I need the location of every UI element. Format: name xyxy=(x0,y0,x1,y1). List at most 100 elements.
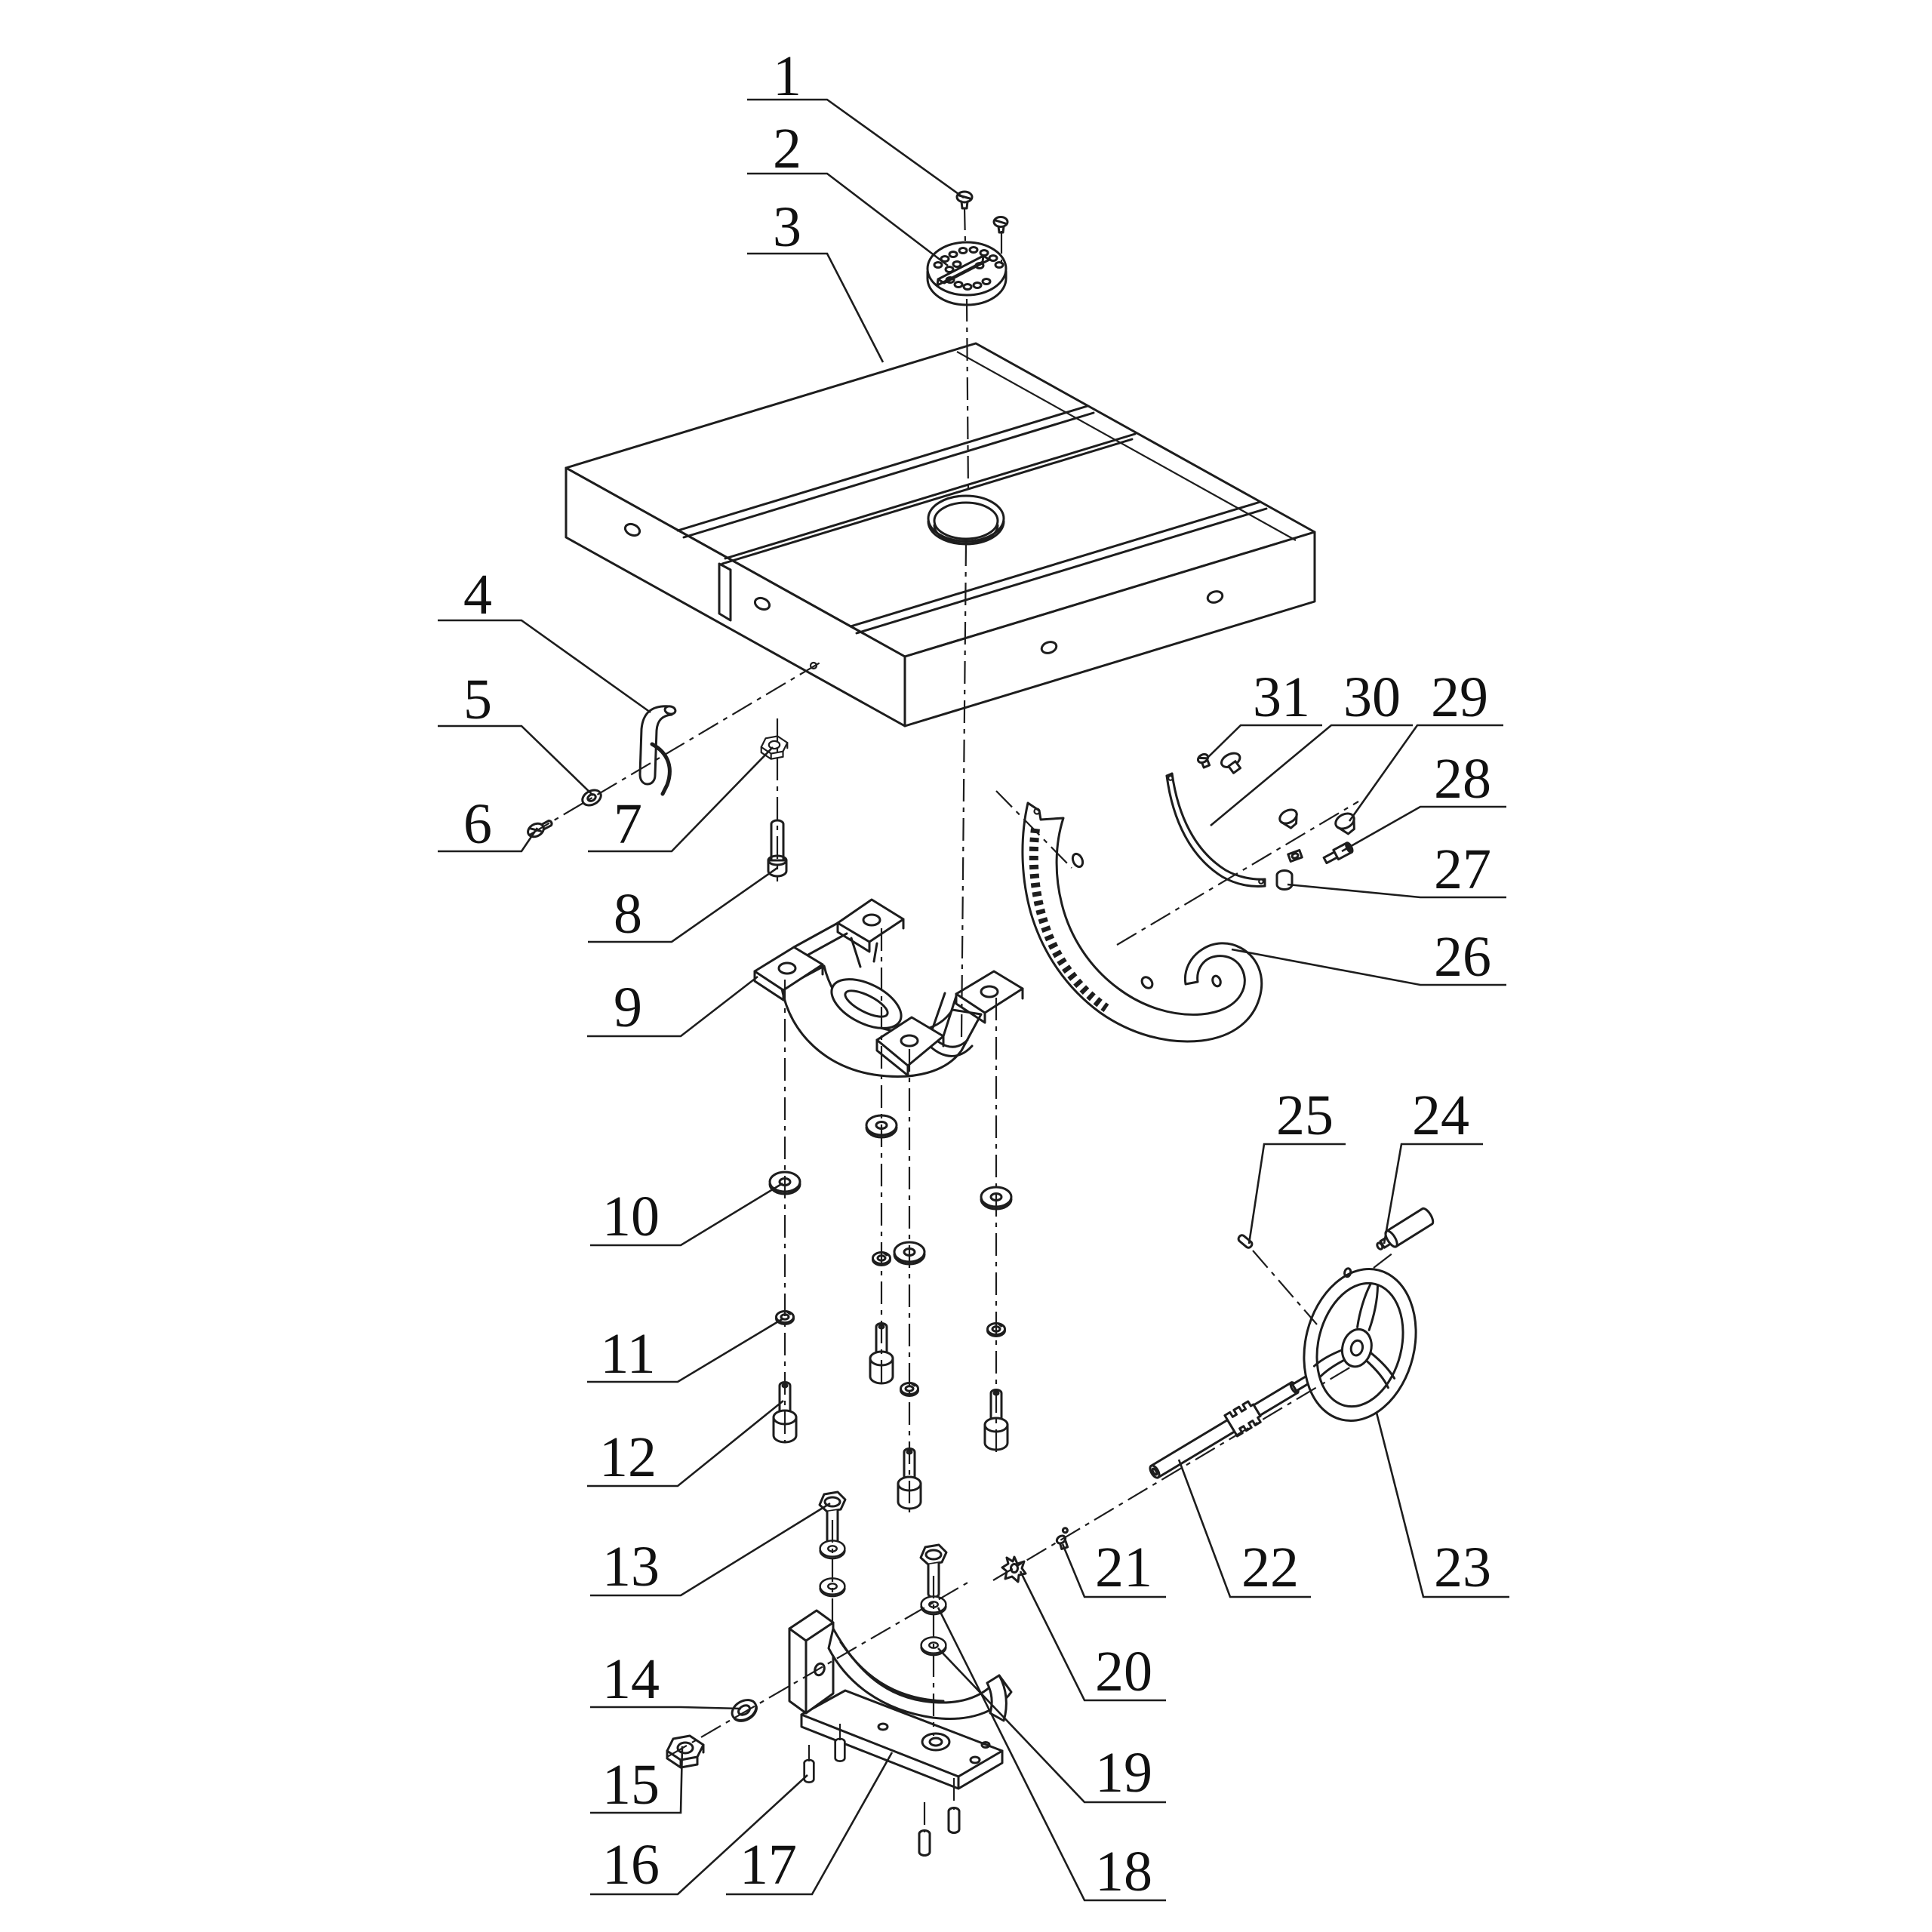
handwheel-23 xyxy=(1303,1267,1417,1422)
table-top xyxy=(565,342,1316,728)
part-label-31: 31 xyxy=(1253,666,1310,729)
bracket-pad xyxy=(753,946,824,1001)
leader-line-2 xyxy=(747,172,949,267)
edge-hole xyxy=(1040,641,1058,654)
part-label-20: 20 xyxy=(1095,1640,1152,1703)
part-label-2: 2 xyxy=(773,117,801,180)
part-label-16: 16 xyxy=(602,1833,660,1897)
cradle-saddle xyxy=(827,1627,1013,1720)
part-label-30: 30 xyxy=(1343,666,1401,729)
leader-line-25 xyxy=(1247,1143,1346,1244)
leader-line-22 xyxy=(1177,1459,1311,1598)
leader-line-24 xyxy=(1383,1143,1483,1244)
part-label-25: 25 xyxy=(1276,1084,1334,1147)
leader-line-17 xyxy=(726,1752,894,1896)
leader-line-30 xyxy=(1210,724,1413,826)
part-label-22: 22 xyxy=(1241,1536,1299,1599)
dowel-pin xyxy=(918,1829,931,1857)
lock-clip-20 xyxy=(1001,1555,1027,1583)
leader-line-10 xyxy=(590,1182,783,1247)
insert-screw-2 xyxy=(992,216,1009,234)
leader-line-14 xyxy=(590,1706,742,1710)
gear-segment-26 xyxy=(1021,801,1263,1043)
leader-line-7 xyxy=(588,746,774,853)
leader-line-23 xyxy=(1375,1412,1509,1598)
part-label-6: 6 xyxy=(463,792,492,856)
leader-line-5 xyxy=(438,724,594,796)
leader-line-6 xyxy=(438,827,539,853)
leader-line-16 xyxy=(590,1774,808,1896)
bracket-pad xyxy=(875,1016,945,1077)
washer-stacks xyxy=(768,1114,1013,1510)
edge-hole xyxy=(1206,590,1224,604)
part-label-27: 27 xyxy=(1434,838,1491,901)
leader-line-26 xyxy=(1231,948,1506,986)
pointer-strip-30 xyxy=(1165,772,1266,888)
part-label-11: 11 xyxy=(600,1322,655,1386)
part-label-19: 19 xyxy=(1095,1741,1152,1804)
leader-line-28 xyxy=(1341,805,1506,853)
part-label-26: 26 xyxy=(1434,925,1491,989)
square-nut-small xyxy=(1287,849,1303,863)
part-label-29: 29 xyxy=(1431,666,1488,729)
throat-insert-plate xyxy=(926,241,1008,306)
leader-line-29 xyxy=(1348,724,1503,822)
leader-line-31 xyxy=(1205,724,1322,760)
part-label-13: 13 xyxy=(602,1535,660,1598)
part-label-14: 14 xyxy=(602,1647,660,1711)
plate-holes xyxy=(933,246,1004,291)
flange-button xyxy=(1220,752,1242,774)
leader-line-21 xyxy=(1061,1543,1166,1598)
table-split-joint xyxy=(718,432,1137,670)
leader-line-18 xyxy=(937,1607,1166,1902)
front-trunnion-bracket xyxy=(753,898,1024,1078)
blade-opening xyxy=(927,494,1005,546)
leader-line-9 xyxy=(587,975,758,1038)
leader-line-8 xyxy=(588,866,778,943)
dowel-pin xyxy=(803,1758,815,1783)
leader-line-27 xyxy=(1287,883,1506,899)
part-label-17: 17 xyxy=(740,1833,797,1897)
bracket-pad xyxy=(836,898,905,968)
part-label-23: 23 xyxy=(1434,1536,1491,1599)
part-label-8: 8 xyxy=(614,882,642,946)
part-label-28: 28 xyxy=(1434,747,1491,811)
wheel-hub xyxy=(1340,1327,1373,1368)
part-label-1: 1 xyxy=(773,45,801,108)
leader-line-13 xyxy=(590,1502,831,1597)
part-label-9: 9 xyxy=(614,976,642,1039)
center-axes xyxy=(529,207,1394,1832)
bracket-pad xyxy=(955,970,1024,1024)
hook-rod xyxy=(638,705,677,796)
handle-hole xyxy=(1343,1267,1352,1278)
leader-line-20 xyxy=(1019,1571,1166,1702)
key-25 xyxy=(1237,1234,1254,1249)
handle-grip-24 xyxy=(1376,1207,1435,1251)
step-stud-28 xyxy=(1322,841,1354,865)
edge-hole xyxy=(623,522,641,537)
leader-line-1 xyxy=(747,98,964,199)
dowel-pin xyxy=(947,1807,961,1834)
part-label-21: 21 xyxy=(1095,1536,1152,1599)
cap-nut-27 xyxy=(1275,869,1294,891)
washer-14 xyxy=(731,1699,758,1722)
part-label-24: 24 xyxy=(1412,1084,1469,1147)
part-label-4: 4 xyxy=(463,563,492,626)
leader-line-4 xyxy=(438,619,651,714)
part-label-18: 18 xyxy=(1095,1840,1152,1903)
edge-hole xyxy=(753,596,771,611)
flat-head-screw xyxy=(1278,808,1298,829)
hex-nut-15 xyxy=(666,1734,705,1769)
part-label-7: 7 xyxy=(614,792,642,856)
leader-line-3 xyxy=(747,252,884,363)
rear-trunnion-cradle xyxy=(788,1609,1013,1790)
part-label-10: 10 xyxy=(602,1185,660,1248)
part-label-12: 12 xyxy=(599,1426,657,1489)
part-label-15: 15 xyxy=(602,1753,660,1817)
part-label-5: 5 xyxy=(463,668,492,731)
dowel-pin xyxy=(834,1737,846,1762)
part-label-3: 3 xyxy=(773,195,801,259)
